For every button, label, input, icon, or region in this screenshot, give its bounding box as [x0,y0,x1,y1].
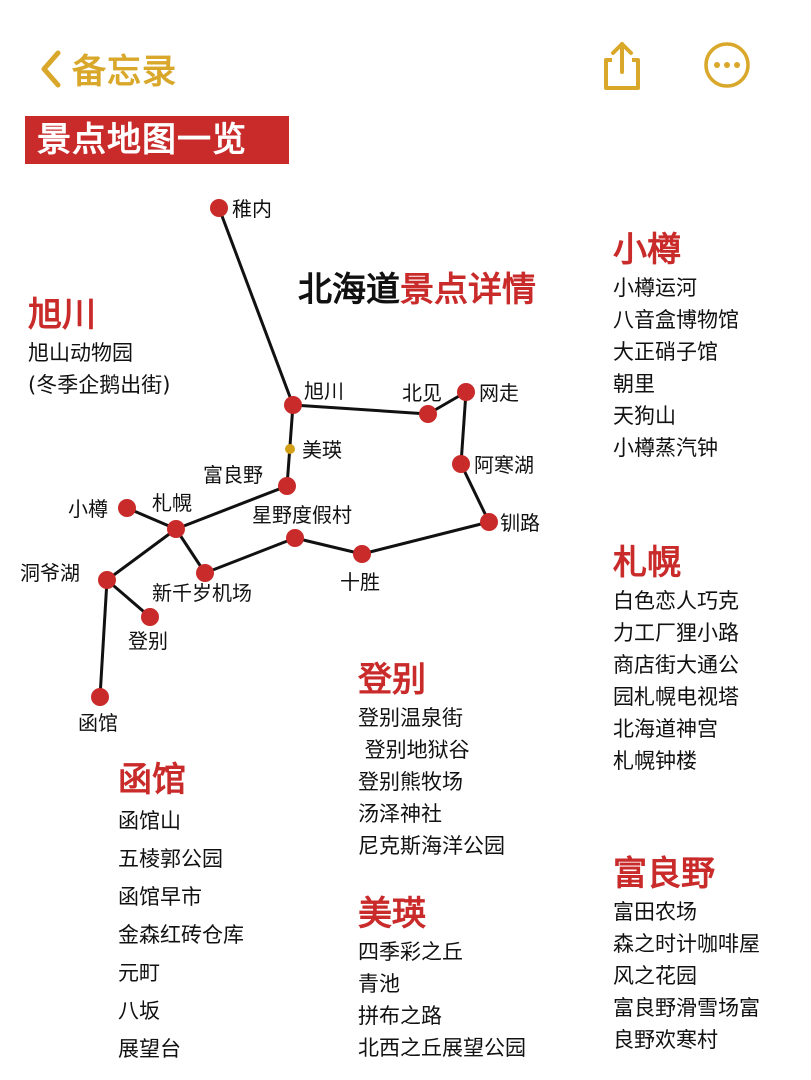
section-furano: 富良野 富田农场 森之时计咖啡屋 风之花园 富良野滑雪场富 良野欢寒村 [613,852,760,1056]
section-otaru: 小樽 小樽运河 八音盒博物馆 大正硝子馆 朝里 天狗山 小樽蒸汽钟 [613,228,739,464]
list-item: 汤泽神社 [358,802,442,826]
map-title: 北海道景点详情 [298,262,536,311]
map-title-red: 景点详情 [400,270,536,310]
section-asahikawa: 旭川 旭山动物园 (冬季企鹅出街) [28,293,170,401]
more-icon[interactable] [702,40,752,94]
station-label-toya: 洞爷湖 [20,561,80,585]
list-item: 森之时计咖啡屋 [613,932,760,956]
list-item: 登别温泉街 [358,706,463,730]
station-label-tokachi: 十胜 [340,570,380,594]
station-label-otaru: 小樽 [68,497,108,521]
list-item: 大正硝子馆 [613,340,718,364]
map-title-black: 北海道 [298,270,400,310]
list-item: 青池 [358,972,400,996]
list-item: 四季彩之丘 [358,940,463,964]
list-item: 札幌钟楼 [613,749,697,773]
list-item: 富良野滑雪场富 [613,996,760,1020]
page-title-banner: 景点地图一览 [25,116,289,164]
section-hakodate: 函馆 函馆山 五棱郭公园 函馆早市 金森红砖仓库 元町 八坂 展望台 [118,758,244,1068]
list-item: 八音盒博物馆 [613,308,739,332]
list-item: 白色恋人巧克 [613,589,739,613]
list-item: 旭山动物园 [28,341,133,365]
station-label-kitami: 北见 [402,381,442,405]
section-title-hakodate: 函馆 [118,760,186,800]
station-label-akan: 阿寒湖 [474,453,534,477]
list-item: 良野欢寒村 [613,1028,718,1052]
station-label-noboribetsu: 登别 [128,629,168,653]
list-item: 展望台 [118,1037,181,1061]
list-item: 北海道神宫 [613,717,718,741]
station-dot-hakodate [91,688,109,706]
station-label-asahikawa: 旭川 [304,379,344,403]
station-label-hakodate: 函馆 [78,711,118,735]
list-item: 风之花园 [613,964,697,988]
station-label-sapporo: 札幌 [152,491,192,515]
chevron-left-icon [41,50,61,87]
station-dot-akan [452,455,470,473]
list-item: 天狗山 [613,404,676,428]
section-noboribetsu: 登别 登别温泉街 登别地狱谷 登别熊牧场 汤泽神社 尼克斯海洋公园 [358,658,505,862]
station-dot-asahikawa [284,396,302,414]
list-item: 元町 [118,961,160,985]
section-title-otaru: 小樽 [613,230,681,270]
list-item: 五棱郭公园 [118,847,223,871]
list-item: 函馆山 [118,809,181,833]
station-dot-chitose [196,564,214,582]
station-label-hoshino: 星野度假村 [252,503,352,527]
list-item: 八坂 [118,999,160,1023]
section-biei: 美瑛 四季彩之丘 青池 拼布之路 北西之丘展望公园 [358,892,526,1064]
section-title-asahikawa: 旭川 [28,295,96,335]
list-item: 函馆早市 [118,885,202,909]
list-item: 金森红砖仓库 [118,923,244,947]
station-dot-tokachi [353,545,371,563]
station-label-furano: 富良野 [203,463,263,487]
station-dot-abashiri [457,383,475,401]
list-item: 登别熊牧场 [358,770,463,794]
station-dot-furano [278,477,296,495]
station-dot-kitami [419,405,437,423]
station-label-biei: 美瑛 [302,438,342,462]
list-item: 商店街大通公 [613,653,739,677]
section-title-furano: 富良野 [613,854,715,894]
station-dot-noboribetsu [141,608,159,626]
back-button[interactable]: 备忘录 [38,44,177,93]
station-dot-sapporo [167,520,185,538]
back-label: 备忘录 [72,52,177,92]
share-icon[interactable] [600,40,644,96]
station-dot-toya [98,571,116,589]
list-item: 园札幌电视塔 [613,685,739,709]
section-title-noboribetsu: 登别 [358,660,426,700]
list-item: 朝里 [613,372,655,396]
station-label-kushiro: 钏路 [500,511,540,535]
list-item: 富田农场 [613,900,697,924]
section-title-sapporo: 札幌 [613,543,681,583]
list-item: 小樽运河 [613,276,697,300]
list-item: 力工厂狸小路 [613,621,739,645]
station-dot-kushiro [480,513,498,531]
station-dot-hoshino [286,529,304,547]
station-dot-otaru [118,499,136,517]
station-label-chitose: 新千岁机场 [152,581,252,605]
station-dot-biei [285,444,295,454]
section-title-biei: 美瑛 [358,894,426,934]
list-item: 北西之丘展望公园 [358,1036,526,1060]
list-item: 拼布之路 [358,1004,442,1028]
list-item: 小樽蒸汽钟 [613,436,718,460]
section-sapporo: 札幌 白色恋人巧克 力工厂狸小路 商店街大通公 园札幌电视塔 北海道神宫 札幌钟… [613,541,739,777]
list-item: 登别地狱谷 [358,738,470,762]
station-label-abashiri: 网走 [479,381,519,405]
station-label-wakkanai: 稚内 [232,197,272,221]
station-dot-wakkanai [210,199,228,217]
list-item: 尼克斯海洋公园 [358,834,505,858]
list-item: (冬季企鹅出街) [28,373,171,397]
